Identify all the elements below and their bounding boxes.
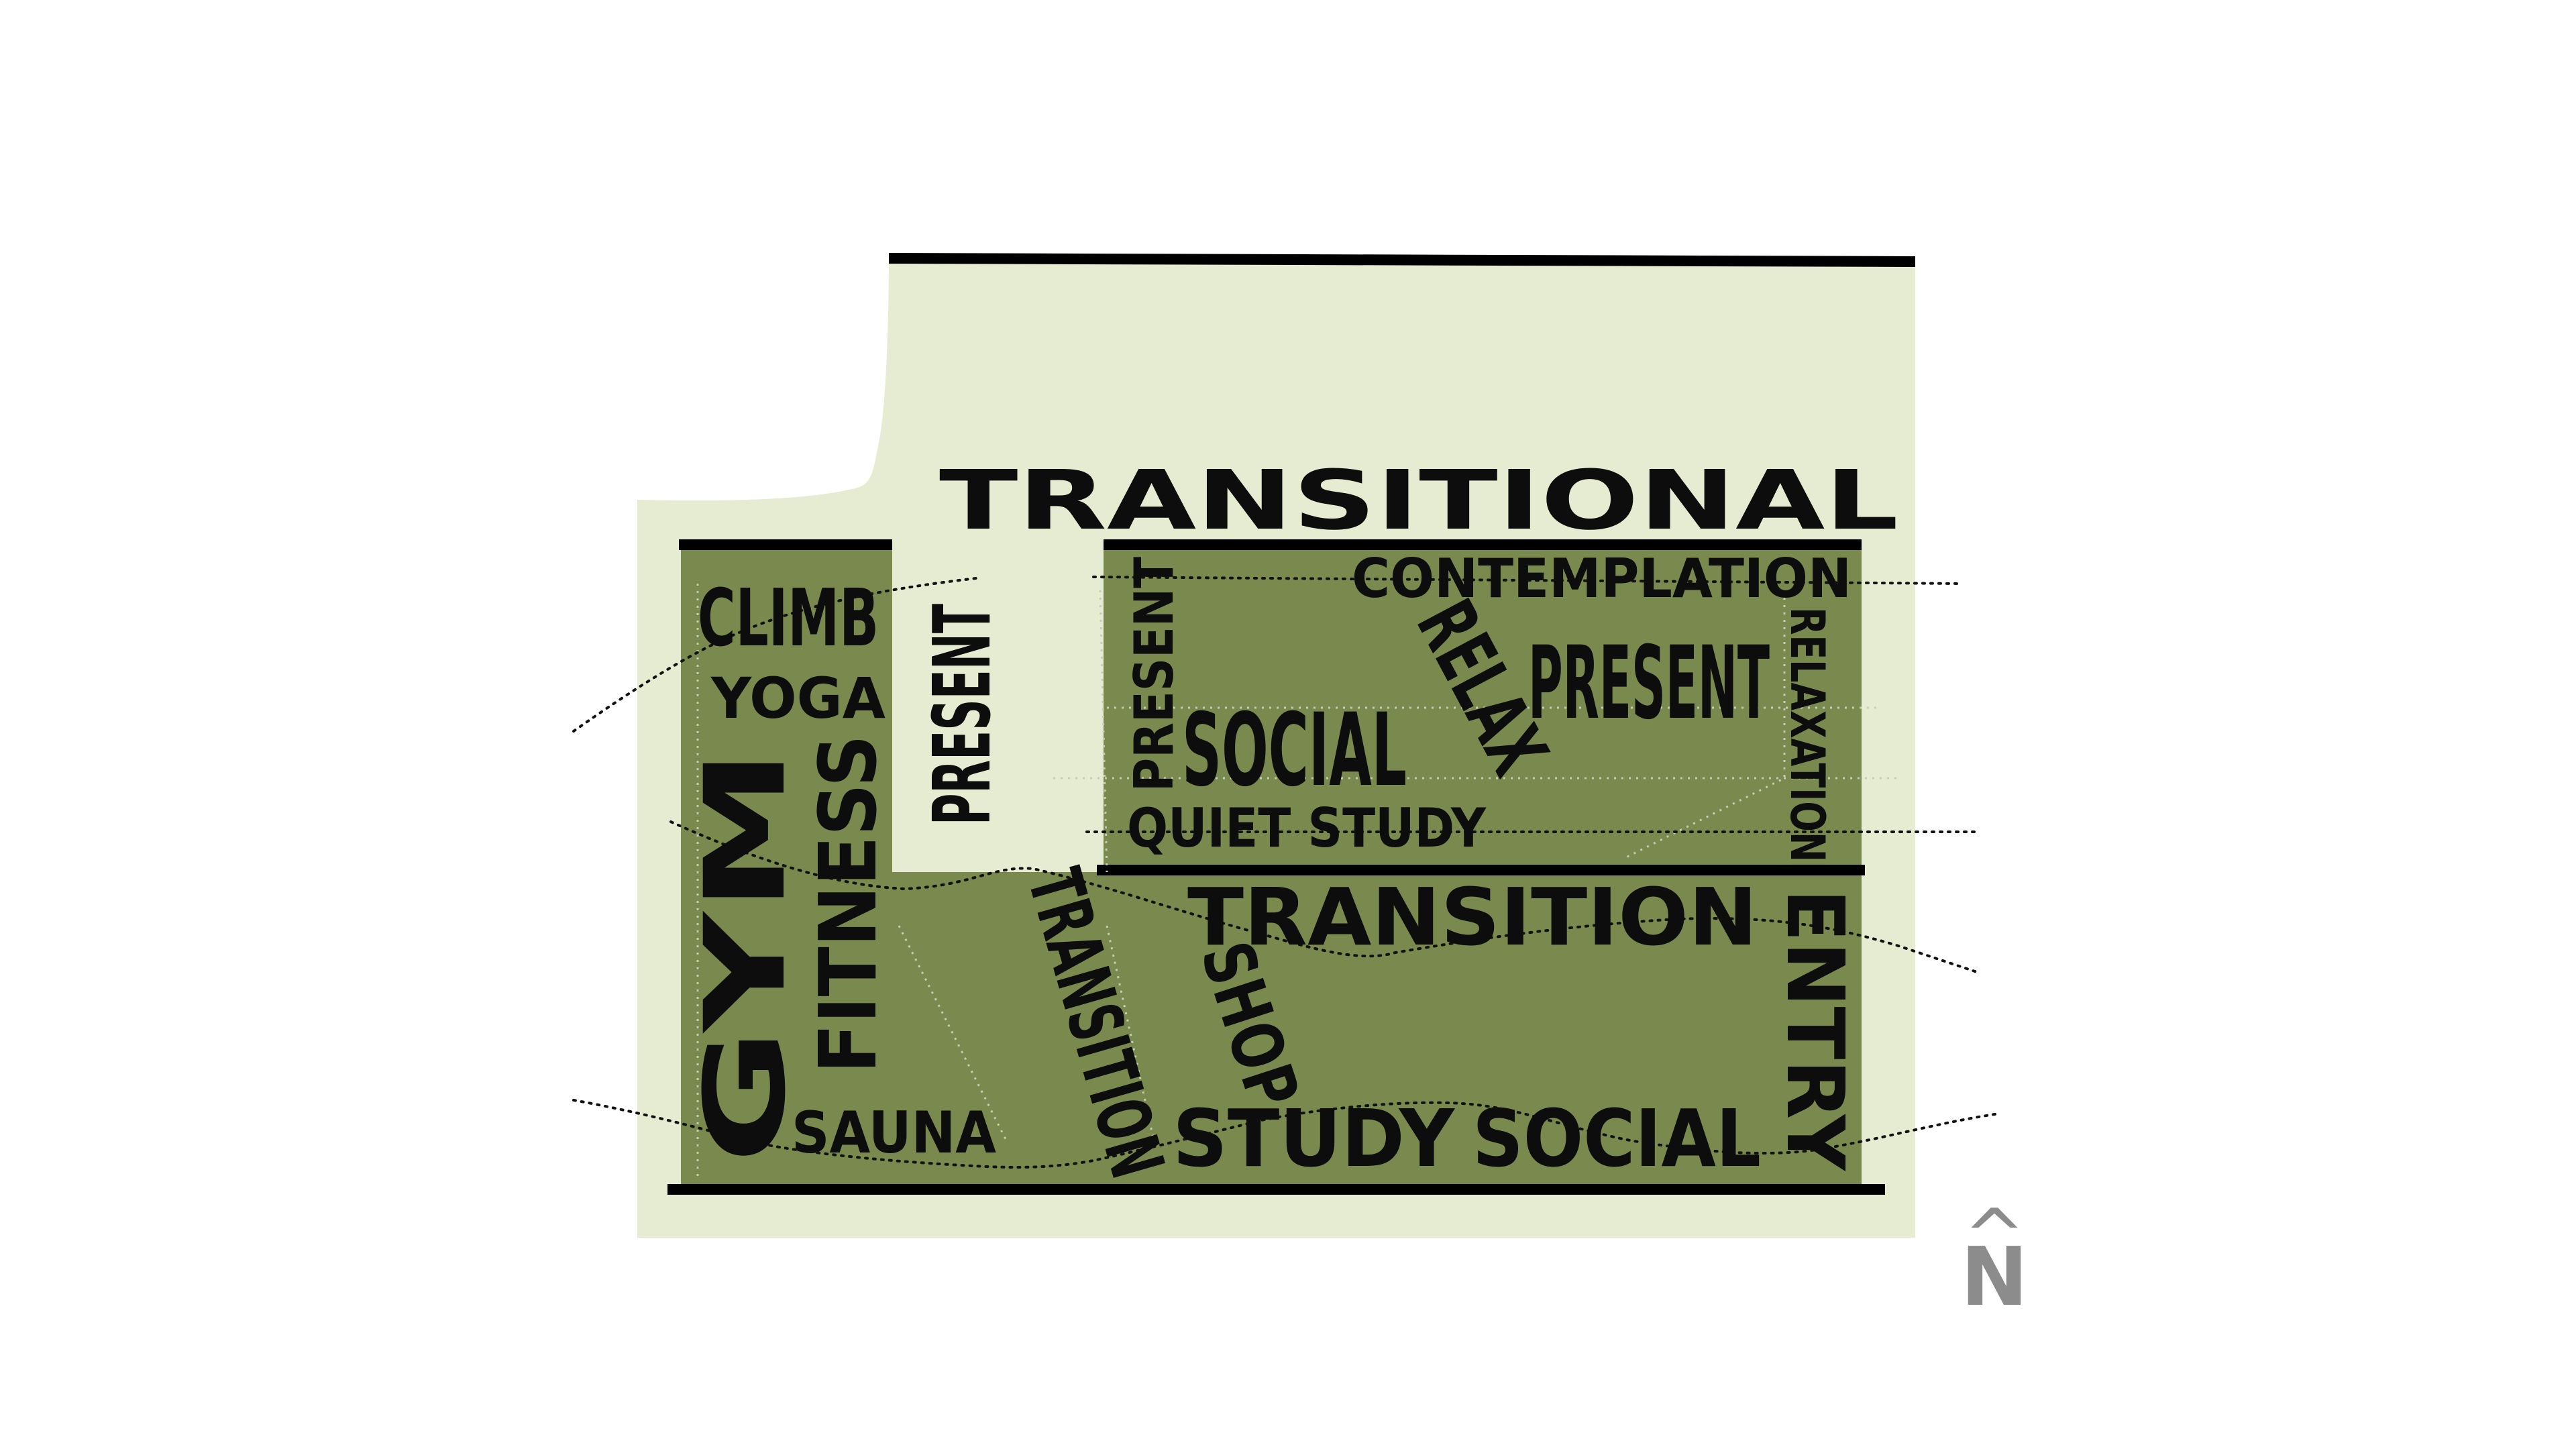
label-sauna: SAUNA bbox=[792, 1099, 996, 1167]
label-social-upper: SOCIAL bbox=[1182, 692, 1407, 809]
zone-lower-hall bbox=[885, 872, 1862, 1191]
north-arrow-letter: N bbox=[1961, 1231, 2028, 1324]
wall-north bbox=[888, 253, 1916, 267]
label-transition-lower: TRANSITION bbox=[1187, 871, 1758, 963]
dotted-annotations bbox=[572, 576, 2000, 1169]
label-present-upper-large: PRESENT bbox=[1528, 625, 1770, 742]
label-yoga: YOGA bbox=[710, 665, 885, 731]
faint-guides bbox=[696, 584, 1898, 1181]
zone-gym bbox=[681, 547, 892, 1191]
label-quiet-study: QUIET STUDY bbox=[1127, 797, 1487, 859]
label-climb: CLIMB bbox=[698, 572, 879, 664]
north-arrow: ^ N bbox=[1961, 1193, 2028, 1324]
label-transitional: TRANSITIONAL bbox=[939, 453, 1898, 548]
label-social-lower: SOCIAL bbox=[1472, 1092, 1761, 1185]
label-entry: ENTRY bbox=[1769, 889, 1862, 1171]
label-fitness: FITNESS bbox=[802, 735, 894, 1073]
north-arrow-caret: ^ bbox=[1964, 1193, 2025, 1279]
label-present-left: PRESENT bbox=[916, 604, 1008, 825]
label-contemplation: CONTEMPLATION bbox=[1352, 547, 1851, 610]
label-relaxation: RELAXATION bbox=[1780, 607, 1835, 862]
label-gym: GYM bbox=[681, 748, 810, 1164]
label-study: STUDY bbox=[1173, 1092, 1455, 1185]
label-present-upper-vertical: PRESENT bbox=[1123, 557, 1185, 792]
